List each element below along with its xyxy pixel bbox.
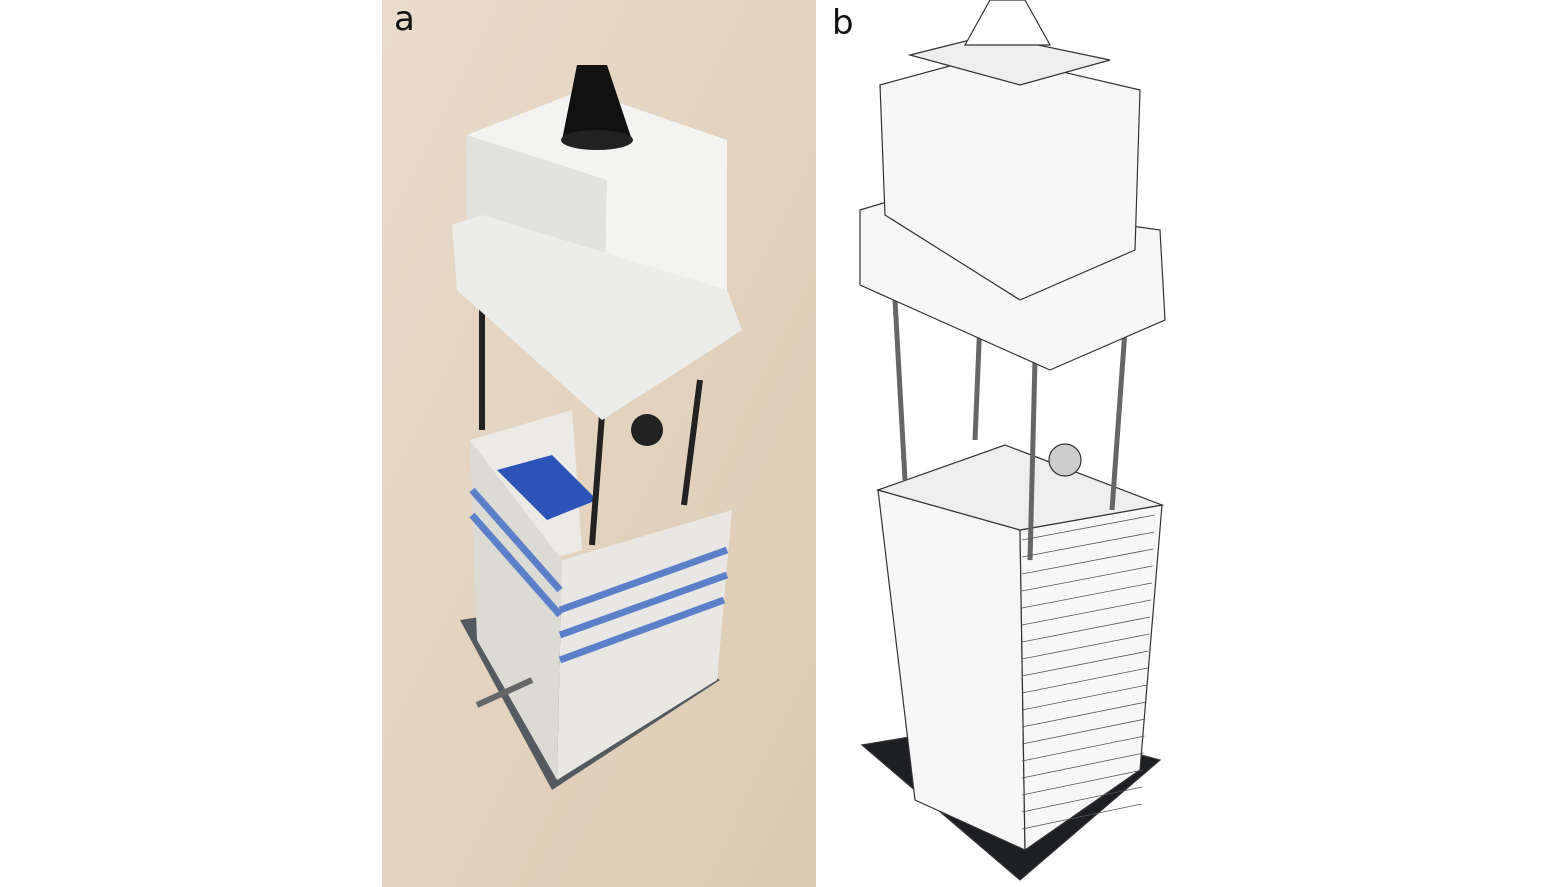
panel-label-a: a bbox=[394, 0, 415, 39]
brick-lines: /* brick lines drawn below */ bbox=[1021, 514, 1156, 830]
lower-body-front bbox=[557, 510, 732, 780]
brick-course bbox=[1021, 735, 1145, 762]
blue-plate bbox=[497, 455, 597, 520]
black-cone bbox=[562, 65, 632, 140]
brick-course bbox=[1021, 514, 1156, 541]
white-cone bbox=[963, 0, 1052, 46]
cone-base bbox=[561, 130, 633, 150]
lower-body-side bbox=[470, 440, 562, 780]
brick-course bbox=[1021, 548, 1154, 575]
brick-course bbox=[1021, 803, 1142, 830]
brick-course bbox=[1021, 786, 1143, 813]
brick-course bbox=[1021, 769, 1144, 796]
axle bbox=[475, 677, 534, 708]
brick-course bbox=[1021, 684, 1148, 711]
brick-course bbox=[1021, 582, 1152, 609]
photo-lego-tower bbox=[382, 0, 816, 887]
brick-course bbox=[1021, 531, 1155, 558]
brick-course bbox=[1021, 718, 1146, 745]
brick-course bbox=[1021, 701, 1147, 728]
brick-course bbox=[1021, 616, 1151, 643]
cad-render-lego-tower: /* brick lines drawn below */ bbox=[859, 0, 1166, 881]
pillars bbox=[892, 299, 1128, 561]
brick-course bbox=[1021, 599, 1152, 626]
blue-stripes bbox=[469, 487, 729, 664]
brick-course bbox=[1021, 650, 1149, 677]
lower-body-front bbox=[1019, 504, 1163, 852]
brick-course bbox=[1021, 633, 1150, 660]
lower-body-top bbox=[876, 444, 1165, 531]
gear bbox=[631, 414, 663, 446]
pillars bbox=[479, 290, 703, 546]
panel-label-b: b bbox=[832, 3, 854, 43]
gear bbox=[1048, 443, 1082, 477]
upper-ledge bbox=[452, 215, 742, 420]
brick-course bbox=[1021, 752, 1144, 779]
brick-course bbox=[1021, 565, 1153, 592]
brick-course bbox=[1021, 667, 1148, 694]
top-step bbox=[907, 34, 1111, 86]
lower-body-left bbox=[877, 489, 1026, 851]
